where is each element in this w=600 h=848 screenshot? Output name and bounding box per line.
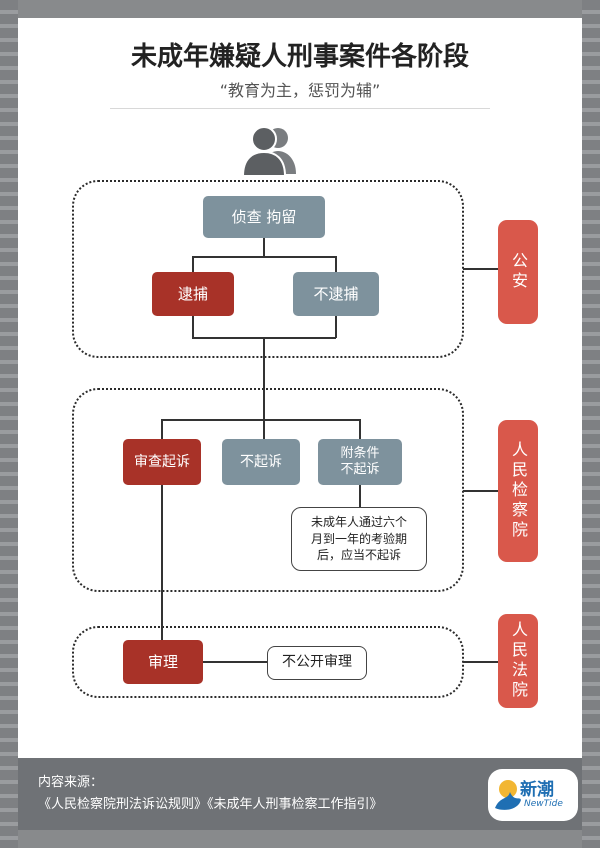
stage-tag-court: 人民法院 — [498, 614, 538, 708]
connector-line — [463, 268, 499, 270]
connector-line — [263, 238, 265, 256]
connector-line — [263, 419, 265, 439]
connector-line — [192, 316, 194, 338]
conditional-no-prosecution-box: 附条件 不起诉 — [318, 439, 402, 485]
connector-line — [192, 256, 336, 258]
investigation-detention-box: 侦查 拘留 — [203, 196, 325, 238]
connector-line — [463, 490, 499, 492]
wave-logo-icon — [495, 780, 521, 810]
stage-tag-procuratorate: 人民检察院 — [498, 420, 538, 562]
arrest-box: 逮捕 — [152, 272, 234, 316]
title-divider — [110, 108, 490, 109]
trial-box: 审理 — [123, 640, 203, 684]
connector-line — [263, 338, 265, 420]
connector-line — [359, 419, 361, 439]
logo-name-en: NewTide — [524, 799, 563, 809]
connector-line — [161, 419, 163, 439]
connector-line — [359, 485, 361, 507]
no-prosecution-box: 不起诉 — [222, 439, 300, 485]
no-arrest-box: 不逮捕 — [293, 272, 379, 316]
connector-line — [203, 661, 267, 663]
source-label: 内容来源： — [38, 775, 104, 790]
left-border-stripes — [0, 0, 18, 848]
people-icon — [241, 126, 296, 176]
logo-name-cn: 新潮 — [520, 780, 554, 800]
stage-tag-police: 公安 — [498, 220, 538, 324]
connector-line — [335, 316, 337, 338]
newtide-logo: 新潮 NewTide — [488, 769, 578, 821]
closed-trial-box: 不公开审理 — [267, 646, 367, 680]
page-subtitle: “教育为主，惩罚为辅” — [219, 81, 381, 100]
connector-line — [463, 661, 499, 663]
connector-line — [161, 419, 361, 421]
source-references: 《人民检察院刑法诉讼规则》《未成年人刑事检察工作指引》 — [38, 797, 383, 812]
connector-line — [161, 485, 163, 640]
probation-note: 未成年人通过六个 月到一年的考验期 后，应当不起诉 — [291, 507, 427, 571]
right-border-stripes — [582, 0, 600, 848]
connector-line — [192, 256, 194, 272]
page-title: 未成年嫌疑人刑事案件各阶段 — [130, 42, 469, 72]
connector-line — [335, 256, 337, 272]
poster-card — [18, 18, 582, 830]
review-prosecution-box: 审查起诉 — [123, 439, 201, 485]
